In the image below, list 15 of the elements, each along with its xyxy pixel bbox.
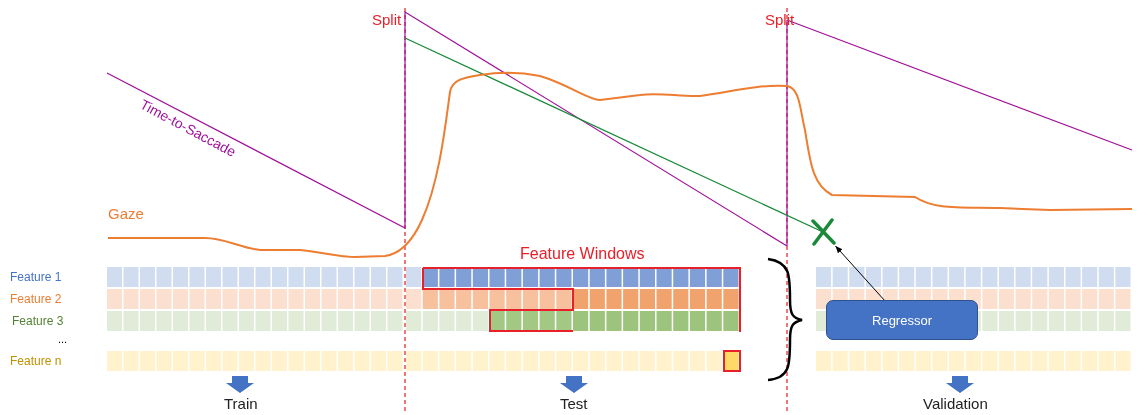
text-label: Test <box>560 396 588 412</box>
arrow <box>835 245 885 301</box>
regressor-box: Regressor <box>826 300 978 340</box>
text-label: Feature 1 <box>10 269 62 285</box>
text-label: Feature 3 <box>12 313 64 329</box>
text-label: ... <box>58 332 68 347</box>
text-label: Gaze <box>108 206 144 222</box>
text-label: Feature 2 <box>10 291 62 307</box>
text-label: Feature Windows <box>520 246 645 262</box>
text-label: Feature n <box>10 353 62 369</box>
text-label: Split <box>372 12 402 28</box>
cross-mark-icon <box>810 218 837 246</box>
text-label: Validation <box>923 396 988 412</box>
text-label: Train <box>224 396 258 412</box>
text-label: Split <box>765 12 795 28</box>
